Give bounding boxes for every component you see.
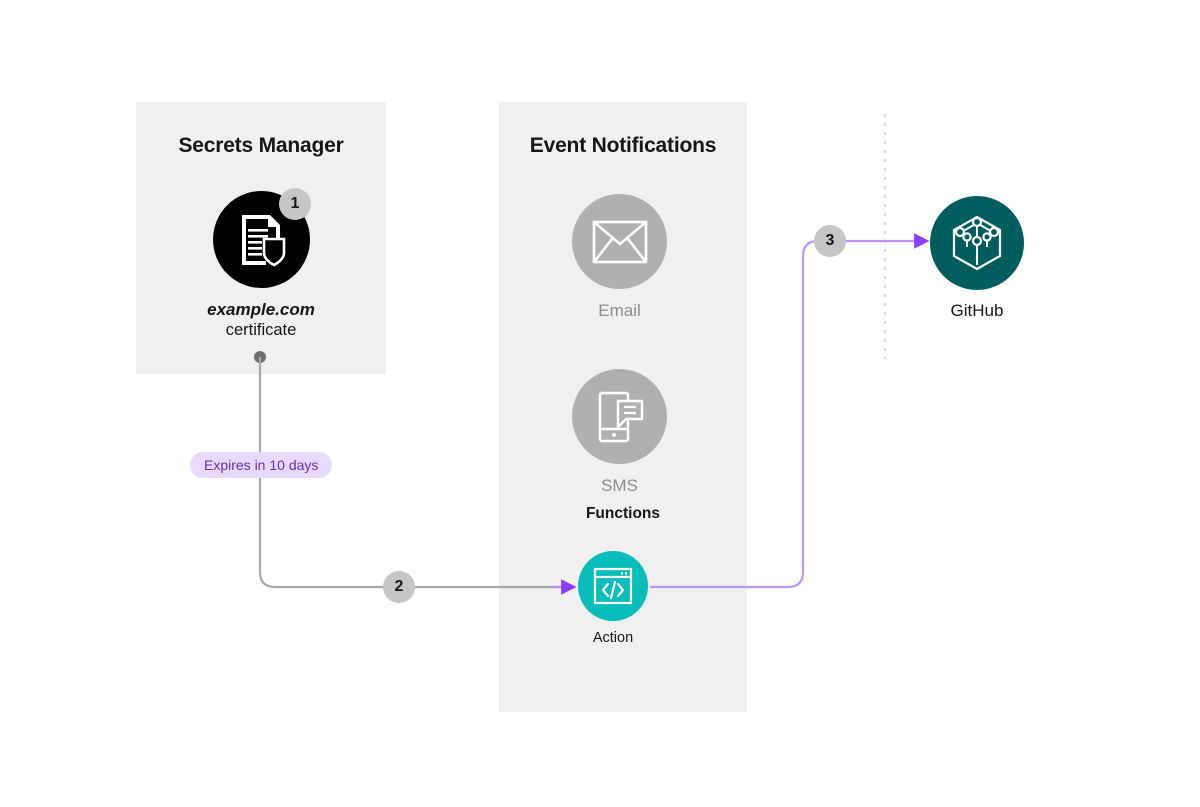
github-circle — [930, 196, 1024, 290]
sms-circle — [572, 369, 667, 464]
email-circle — [572, 194, 667, 289]
certificate-document-shield-icon — [242, 214, 286, 266]
certificate-sub: certificate — [225, 321, 297, 340]
expiry-badge: Expires in 10 days — [190, 452, 333, 478]
hexagon-nodes-icon — [952, 215, 1002, 271]
code-window-icon — [593, 567, 633, 605]
action-circle — [578, 551, 648, 621]
step-marker-1: 1 — [279, 188, 311, 220]
node-action[interactable]: Action — [578, 551, 648, 647]
panel-title-secrets-manager: Secrets Manager — [178, 134, 344, 157]
github-label: GitHub — [950, 301, 1004, 320]
certificate-label: example.com certificate — [207, 299, 315, 341]
node-github[interactable]: GitHub — [930, 196, 1024, 321]
sms-label: SMS — [601, 476, 638, 495]
node-sms[interactable]: SMS — [572, 369, 667, 496]
action-label: Action — [592, 630, 634, 646]
step-marker-2: 2 — [383, 571, 415, 603]
panel-title-event-notifications: Event Notifications — [529, 134, 717, 157]
phone-chat-icon — [598, 391, 643, 442]
certificate-host: example.com — [207, 300, 315, 319]
envelope-icon — [592, 220, 647, 263]
node-email[interactable]: Email — [572, 194, 667, 321]
functions-caption: Functions — [585, 505, 661, 522]
email-label: Email — [598, 301, 641, 320]
step-marker-3: 3 — [814, 225, 846, 257]
